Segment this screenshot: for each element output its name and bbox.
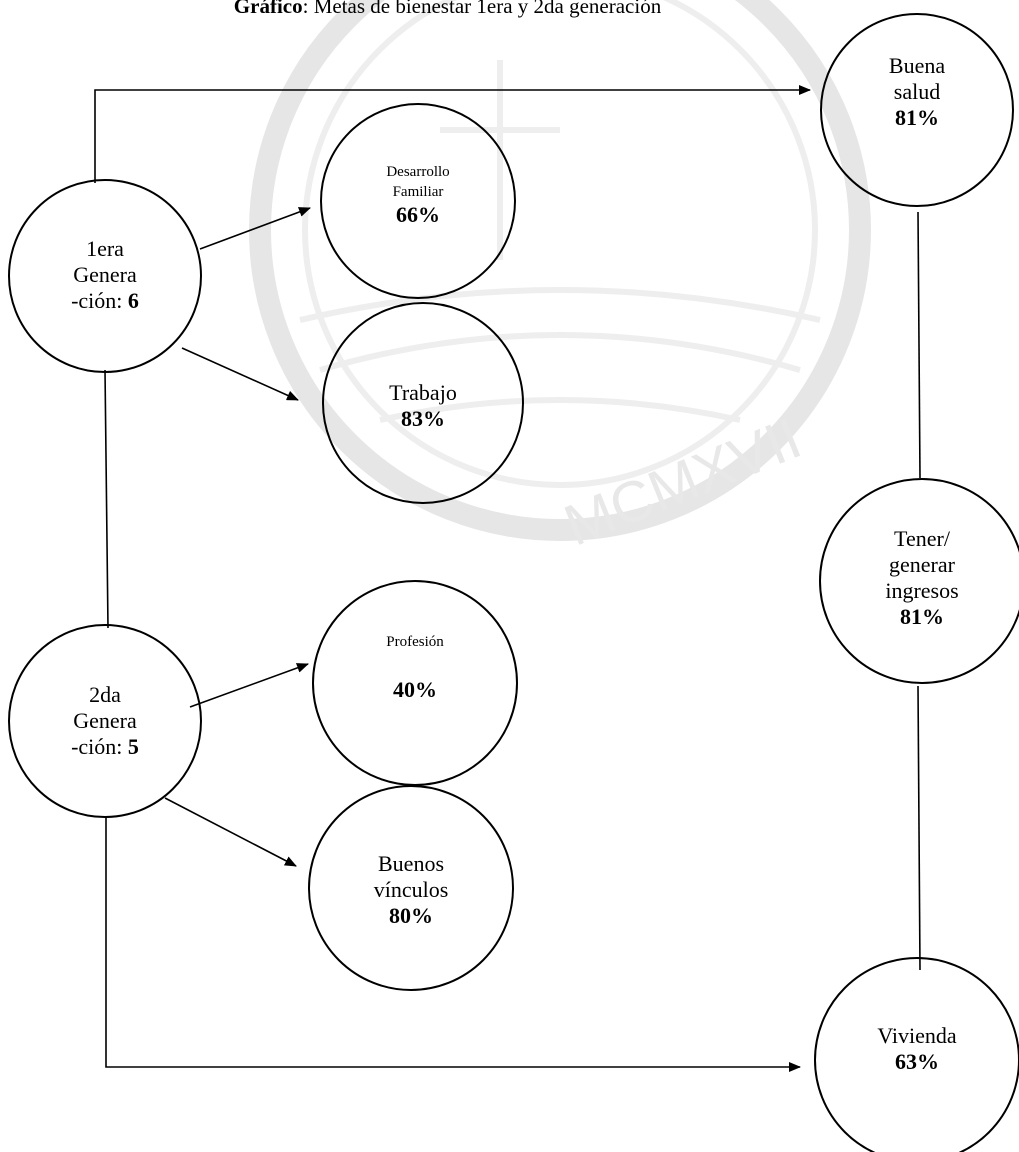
node-circle-gen1 <box>8 179 202 373</box>
node-salud-percent: 81% <box>894 105 939 130</box>
node-ingresos-line2: generar <box>889 552 955 577</box>
node-trabajo-percent: 83% <box>400 406 445 431</box>
connector-gen1-to-trabajo <box>181 347 299 401</box>
node-circle-vivienda <box>814 957 1019 1152</box>
node-ingresos-percent: 81% <box>899 604 944 629</box>
node-ingresos-line3: ingresos <box>885 578 959 603</box>
node-circle-trabajo <box>322 302 524 504</box>
node-salud-line2: salud <box>893 79 941 104</box>
node-circle-gen2 <box>8 624 202 818</box>
node-profesion-value: 40% <box>393 677 437 703</box>
node-profesion: Profesión <box>386 632 444 652</box>
node-profesion-line1: Profesión <box>386 634 444 650</box>
node-desarrollo-line2: Familiar <box>392 184 444 200</box>
node-vinculos-line2: vínculos <box>373 877 449 902</box>
connector-gen1-to-gen2 <box>104 369 109 629</box>
node-gen1: 1era Genera -ción: 6 <box>71 236 139 314</box>
node-gen1-line3: -ción: 6 <box>71 288 139 313</box>
node-circle-ingresos <box>819 478 1019 684</box>
node-vinculos-percent: 80% <box>389 903 433 928</box>
node-vinculos: Buenos vínculos 80% <box>374 851 449 929</box>
node-salud: Buena salud 81% <box>889 53 945 131</box>
node-profesion-percent: 40% <box>393 677 437 702</box>
node-ingresos: Tener/ generar ingresos 81% <box>885 526 958 630</box>
node-desarrollo: Desarrollo Familiar 66% <box>386 162 449 228</box>
connector-salud-to-ingresos <box>917 211 921 479</box>
node-vivienda: Vivienda 63% <box>877 1023 956 1075</box>
node-vivienda-percent: 63% <box>894 1049 939 1074</box>
node-vivienda-line1: Vivienda <box>877 1023 957 1048</box>
node-circle-salud <box>820 13 1014 207</box>
node-gen1-line1: 1era <box>86 236 124 261</box>
node-gen1-line2: Genera <box>73 262 137 287</box>
connector-gen2-to-vivienda <box>105 817 801 1072</box>
node-gen2-line1: 2da <box>89 682 121 707</box>
node-circle-desarrollo <box>320 103 516 299</box>
node-gen2-line3: -ción: 5 <box>71 734 139 759</box>
node-salud-line1: Buena <box>888 53 946 78</box>
connector-gen1-to-desarrollo <box>199 207 311 250</box>
connector-gen1-to-salud <box>94 85 811 183</box>
node-ingresos-line1: Tener/ <box>894 526 950 551</box>
node-trabajo: Trabajo 83% <box>389 380 457 432</box>
node-desarrollo-line1: Desarrollo <box>386 164 450 180</box>
diagram-title: Gráfico: Metas de bienestar 1era y 2da g… <box>233 0 662 18</box>
node-desarrollo-percent: 66% <box>396 202 440 227</box>
node-circle-profesion <box>312 580 518 786</box>
connector-gen2-to-vinculos <box>164 797 297 867</box>
node-gen2: 2da Genera -ción: 5 <box>71 682 139 760</box>
node-circle-vinculos <box>308 785 514 991</box>
node-trabajo-line1: Trabajo <box>389 380 457 405</box>
connector-gen2-to-profesion <box>189 663 309 708</box>
node-vinculos-line1: Buenos <box>378 851 444 876</box>
node-gen2-line2: Genera <box>73 708 137 733</box>
connector-ingresos-to-vivienda <box>917 685 921 971</box>
